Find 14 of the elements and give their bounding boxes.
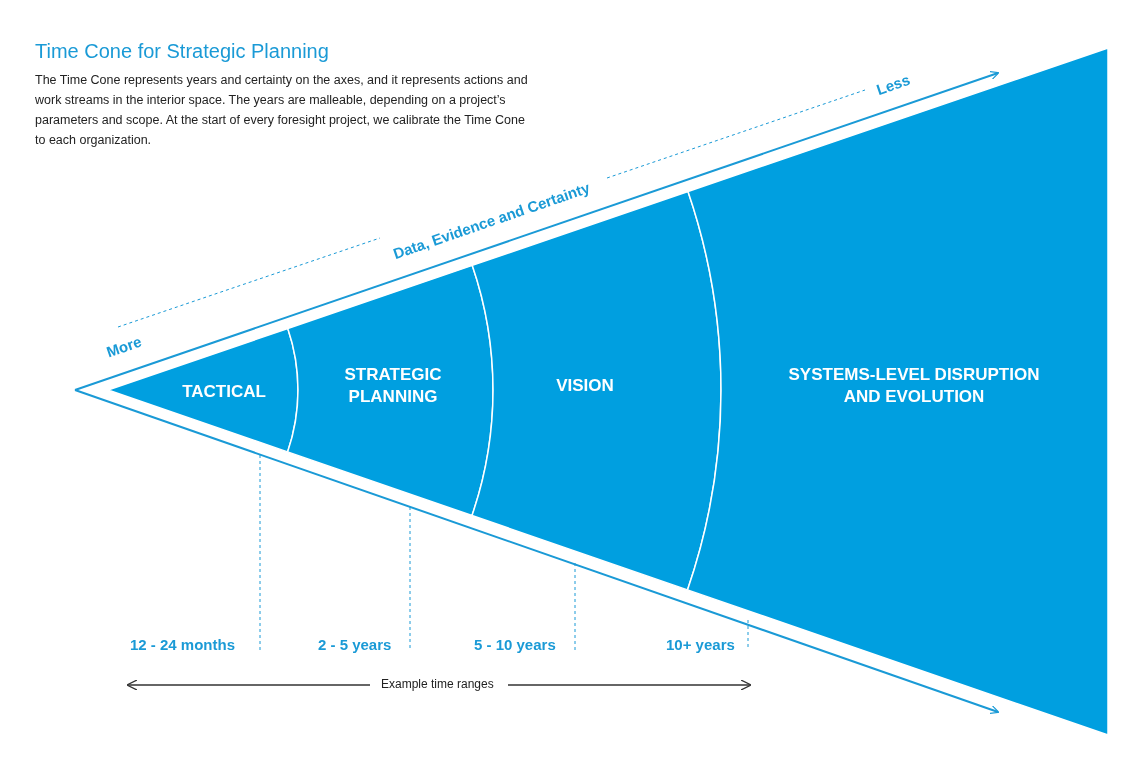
time-range-label: 5 - 10 years	[474, 636, 556, 653]
time-range-label: 2 - 5 years	[318, 636, 392, 653]
title: Time Cone for Strategic Planning	[35, 40, 329, 63]
range-caption: Example time ranges	[381, 677, 494, 691]
description-text: The Time Cone represents years and certainty on the axes, and it represents actions and work streams in the interior space. The years are malleable, depending on a project’s parameters and scope. At the start of every foresight project, we calibrate the Time Cone to each organization.	[35, 72, 529, 149]
segment-label: SYSTEMS-LEVEL DISRUPTION AND EVOLUTION	[787, 364, 1041, 408]
segment-label: TACTICAL	[181, 381, 267, 403]
segment-label: VISION	[555, 375, 615, 397]
axis-label: More	[104, 332, 144, 361]
time-range-label: 10+ years	[666, 636, 735, 653]
cone-segment	[107, 327, 299, 453]
segment-label: STRATEGIC PLANNING	[343, 364, 443, 408]
time-range-label: 12 - 24 months	[130, 636, 236, 653]
axis-label: Less	[874, 70, 913, 99]
